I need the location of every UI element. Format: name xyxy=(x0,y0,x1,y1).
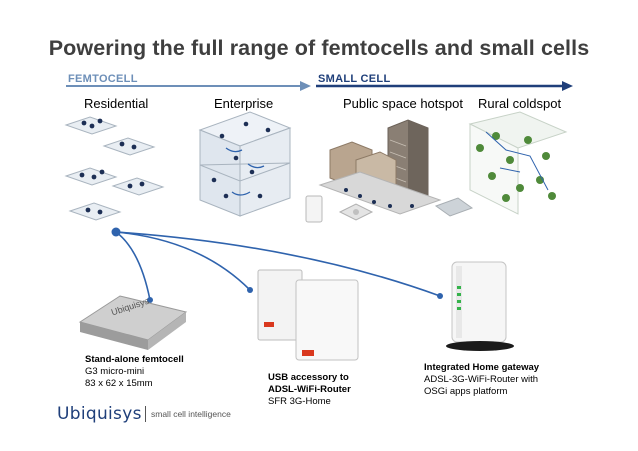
small-cell-devices xyxy=(305,195,474,223)
product-title: Integrated Home gateway xyxy=(424,362,540,373)
product-home-gateway: Integrated Home gateway ADSL-3G-WiFi-Rou… xyxy=(424,362,539,398)
small-cell-arrow xyxy=(316,81,573,91)
category-residential: Residential xyxy=(84,96,149,111)
product-line: OSGi apps platform xyxy=(424,386,508,397)
product-line: ADSL-WiFi-Router xyxy=(268,384,351,395)
product-title: Stand-alone femtocell xyxy=(85,354,184,365)
femtocell-arrow xyxy=(66,81,311,91)
category-public-hotspot: Public space hotspot xyxy=(343,96,463,111)
category-rural-coldspot: Rural coldspot xyxy=(478,96,562,111)
product-usb-accessory: USB accessory to ADSL-WiFi-Router SFR 3G… xyxy=(268,372,351,408)
small-cell-label: SMALL CELL xyxy=(318,73,391,85)
product-standalone-femtocell: Stand-alone femtocell G3 micro-mini 83 x… xyxy=(85,354,184,390)
company-tagline: small cell intelligence xyxy=(151,409,231,419)
product-line: ADSL-3G-WiFi-Router with xyxy=(424,374,539,385)
logo-divider xyxy=(145,406,146,422)
residential-illustration xyxy=(64,116,165,221)
company-logo: Ubiquisys xyxy=(57,404,142,424)
product-line: G3 micro-mini xyxy=(85,366,145,377)
link-curves xyxy=(115,231,441,301)
standalone-femtocell-device: Ubiquisys xyxy=(78,295,188,350)
home-gateway-device xyxy=(446,261,514,351)
public-hotspot-illustration xyxy=(318,119,442,215)
femtocell-label: FEMTOCELL xyxy=(68,73,138,85)
link-endpoints xyxy=(111,227,443,303)
page-title: Powering the full range of femtocells an… xyxy=(48,36,590,60)
rural-coldspot-illustration xyxy=(468,111,568,215)
usb-accessory-router-device xyxy=(257,269,359,361)
product-line: 83 x 62 x 15mm xyxy=(85,378,153,389)
category-enterprise: Enterprise xyxy=(214,96,274,111)
enterprise-illustration xyxy=(198,111,292,217)
product-title: USB accessory to xyxy=(268,372,349,383)
product-line: SFR 3G-Home xyxy=(268,396,331,407)
